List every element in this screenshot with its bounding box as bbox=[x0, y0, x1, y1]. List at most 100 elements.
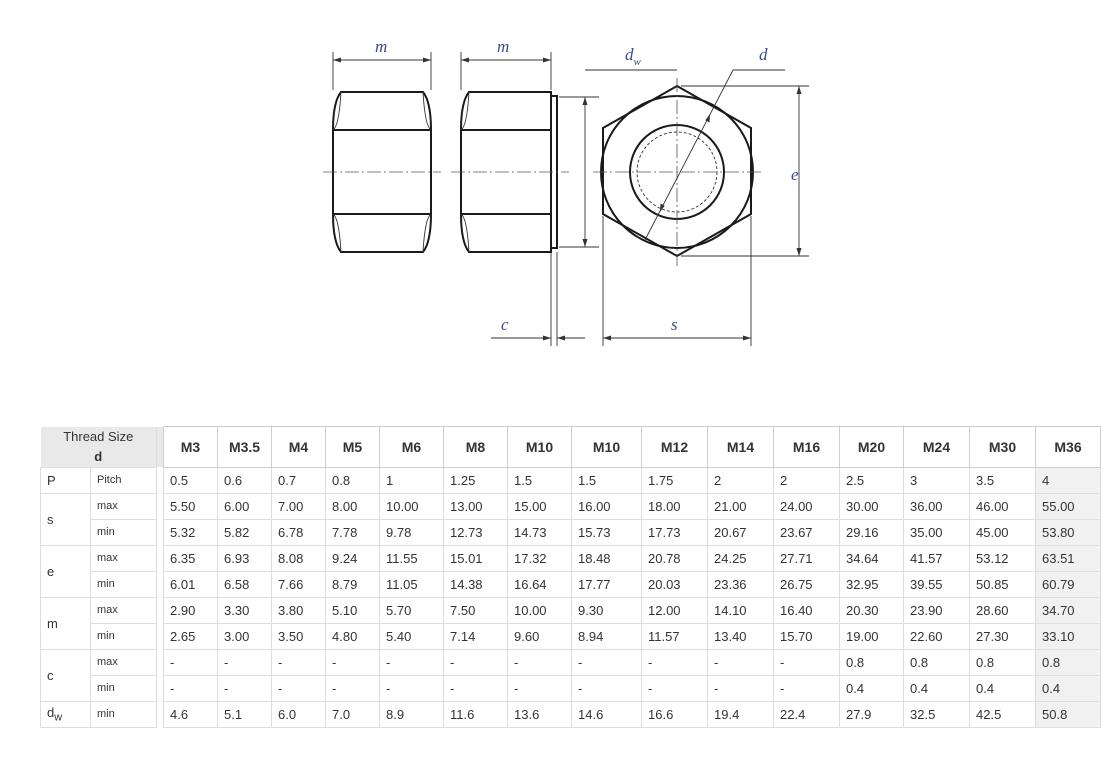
value-cell: 5.50 bbox=[163, 493, 218, 520]
value-cell: 12.73 bbox=[443, 519, 508, 546]
row-gap bbox=[156, 493, 164, 519]
value-cell: 53.80 bbox=[1035, 519, 1101, 546]
hex-nut-drawing: m m c bbox=[315, 30, 815, 360]
row-symbol: P bbox=[40, 467, 91, 494]
row-qualifier: max bbox=[90, 597, 157, 624]
value-cell: 0.5 bbox=[163, 467, 218, 494]
value-cell: 0.8 bbox=[969, 649, 1036, 676]
row-symbol: m bbox=[40, 597, 91, 650]
value-cell: 3.00 bbox=[217, 623, 272, 650]
value-cell: 17.77 bbox=[571, 571, 642, 598]
value-cell: 6.78 bbox=[271, 519, 326, 546]
top-view-hexagon: dw d e s bbox=[585, 45, 809, 346]
value-cell: 0.4 bbox=[969, 675, 1036, 702]
value-cell: 4.80 bbox=[325, 623, 380, 650]
value-cell: 14.73 bbox=[507, 519, 572, 546]
value-cell: 7.50 bbox=[443, 597, 508, 624]
row-qualifier: max bbox=[90, 545, 157, 572]
size-header: M10 bbox=[571, 426, 642, 468]
value-cell: 4 bbox=[1035, 467, 1101, 494]
value-cell: - bbox=[379, 675, 444, 702]
size-header: M5 bbox=[325, 426, 380, 468]
value-cell: 32.5 bbox=[903, 701, 970, 728]
row-symbol: dw bbox=[40, 701, 91, 728]
row-gap bbox=[156, 571, 164, 597]
row-gap bbox=[156, 675, 164, 701]
size-header: M20 bbox=[839, 426, 904, 468]
value-cell: 1 bbox=[379, 467, 444, 494]
row-qualifier: Pitch bbox=[90, 467, 157, 494]
value-cell: 18.48 bbox=[571, 545, 642, 572]
dim-label-m-right: m bbox=[497, 37, 509, 56]
row-gap bbox=[156, 467, 164, 493]
header-row: Thread Size d M3 M3.5 M4 M5 M6 M8 M10 M1… bbox=[40, 426, 1101, 468]
value-cell: 11.05 bbox=[379, 571, 444, 598]
value-cell: 35.00 bbox=[903, 519, 970, 546]
dim-label-c: c bbox=[501, 315, 509, 334]
value-cell: 16.40 bbox=[773, 597, 840, 624]
value-cell: 2 bbox=[773, 467, 840, 494]
value-cell: 34.64 bbox=[839, 545, 904, 572]
dim-label-d: d bbox=[759, 45, 768, 64]
value-cell: 63.51 bbox=[1035, 545, 1101, 572]
value-cell: - bbox=[641, 649, 708, 676]
value-cell: 9.24 bbox=[325, 545, 380, 572]
value-cell: 11.55 bbox=[379, 545, 444, 572]
value-cell: 3.5 bbox=[969, 467, 1036, 494]
value-cell: 5.1 bbox=[217, 701, 272, 728]
size-header: M16 bbox=[773, 426, 840, 468]
value-cell: - bbox=[507, 675, 572, 702]
size-header: M12 bbox=[641, 426, 708, 468]
row-symbol-text: e bbox=[47, 563, 55, 579]
value-cell: - bbox=[773, 649, 840, 676]
value-cell: 1.5 bbox=[507, 467, 572, 494]
value-cell: 39.55 bbox=[903, 571, 970, 598]
value-cell: 6.93 bbox=[217, 545, 272, 572]
size-header: M10 bbox=[507, 426, 572, 468]
size-header: M4 bbox=[271, 426, 326, 468]
value-cell: 8.79 bbox=[325, 571, 380, 598]
value-cell: 19.00 bbox=[839, 623, 904, 650]
value-cell: 15.01 bbox=[443, 545, 508, 572]
value-cell: - bbox=[641, 675, 708, 702]
value-cell: - bbox=[443, 675, 508, 702]
value-cell: 7.78 bbox=[325, 519, 380, 546]
value-cell: 6.00 bbox=[217, 493, 272, 520]
row-gap bbox=[156, 597, 164, 623]
value-cell: 27.9 bbox=[839, 701, 904, 728]
value-cell: 24.00 bbox=[773, 493, 840, 520]
thread-size-label: Thread Size bbox=[63, 428, 134, 444]
value-cell: 11.57 bbox=[641, 623, 708, 650]
hex-nut-diagram: m m c bbox=[323, 37, 809, 346]
value-cell: 20.78 bbox=[641, 545, 708, 572]
size-header: M36 bbox=[1035, 426, 1101, 468]
value-cell: 2.65 bbox=[163, 623, 218, 650]
value-cell: 8.00 bbox=[325, 493, 380, 520]
value-cell: 23.36 bbox=[707, 571, 774, 598]
value-cell: 0.8 bbox=[839, 649, 904, 676]
value-cell: 26.75 bbox=[773, 571, 840, 598]
value-cell: 15.00 bbox=[507, 493, 572, 520]
row-symbol: c bbox=[40, 649, 91, 702]
row-qualifier: min bbox=[90, 701, 157, 728]
row-symbol: e bbox=[40, 545, 91, 598]
value-cell: 0.8 bbox=[1035, 649, 1101, 676]
value-cell: 3.30 bbox=[217, 597, 272, 624]
spec-table-container: Thread Size d M3 M3.5 M4 M5 M6 M8 M10 M1… bbox=[40, 426, 1101, 728]
value-cell: 3.80 bbox=[271, 597, 326, 624]
value-cell: 36.00 bbox=[903, 493, 970, 520]
size-header: M3.5 bbox=[217, 426, 272, 468]
row-symbol-text: d bbox=[47, 704, 55, 720]
value-cell: 30.00 bbox=[839, 493, 904, 520]
value-cell: 34.70 bbox=[1035, 597, 1101, 624]
size-header: M8 bbox=[443, 426, 508, 468]
row-gap bbox=[156, 519, 164, 545]
value-cell: 15.73 bbox=[571, 519, 642, 546]
row-symbol-text: c bbox=[47, 667, 54, 683]
value-cell: 10.00 bbox=[507, 597, 572, 624]
row-symbol-text: P bbox=[47, 472, 56, 488]
value-cell: 50.85 bbox=[969, 571, 1036, 598]
